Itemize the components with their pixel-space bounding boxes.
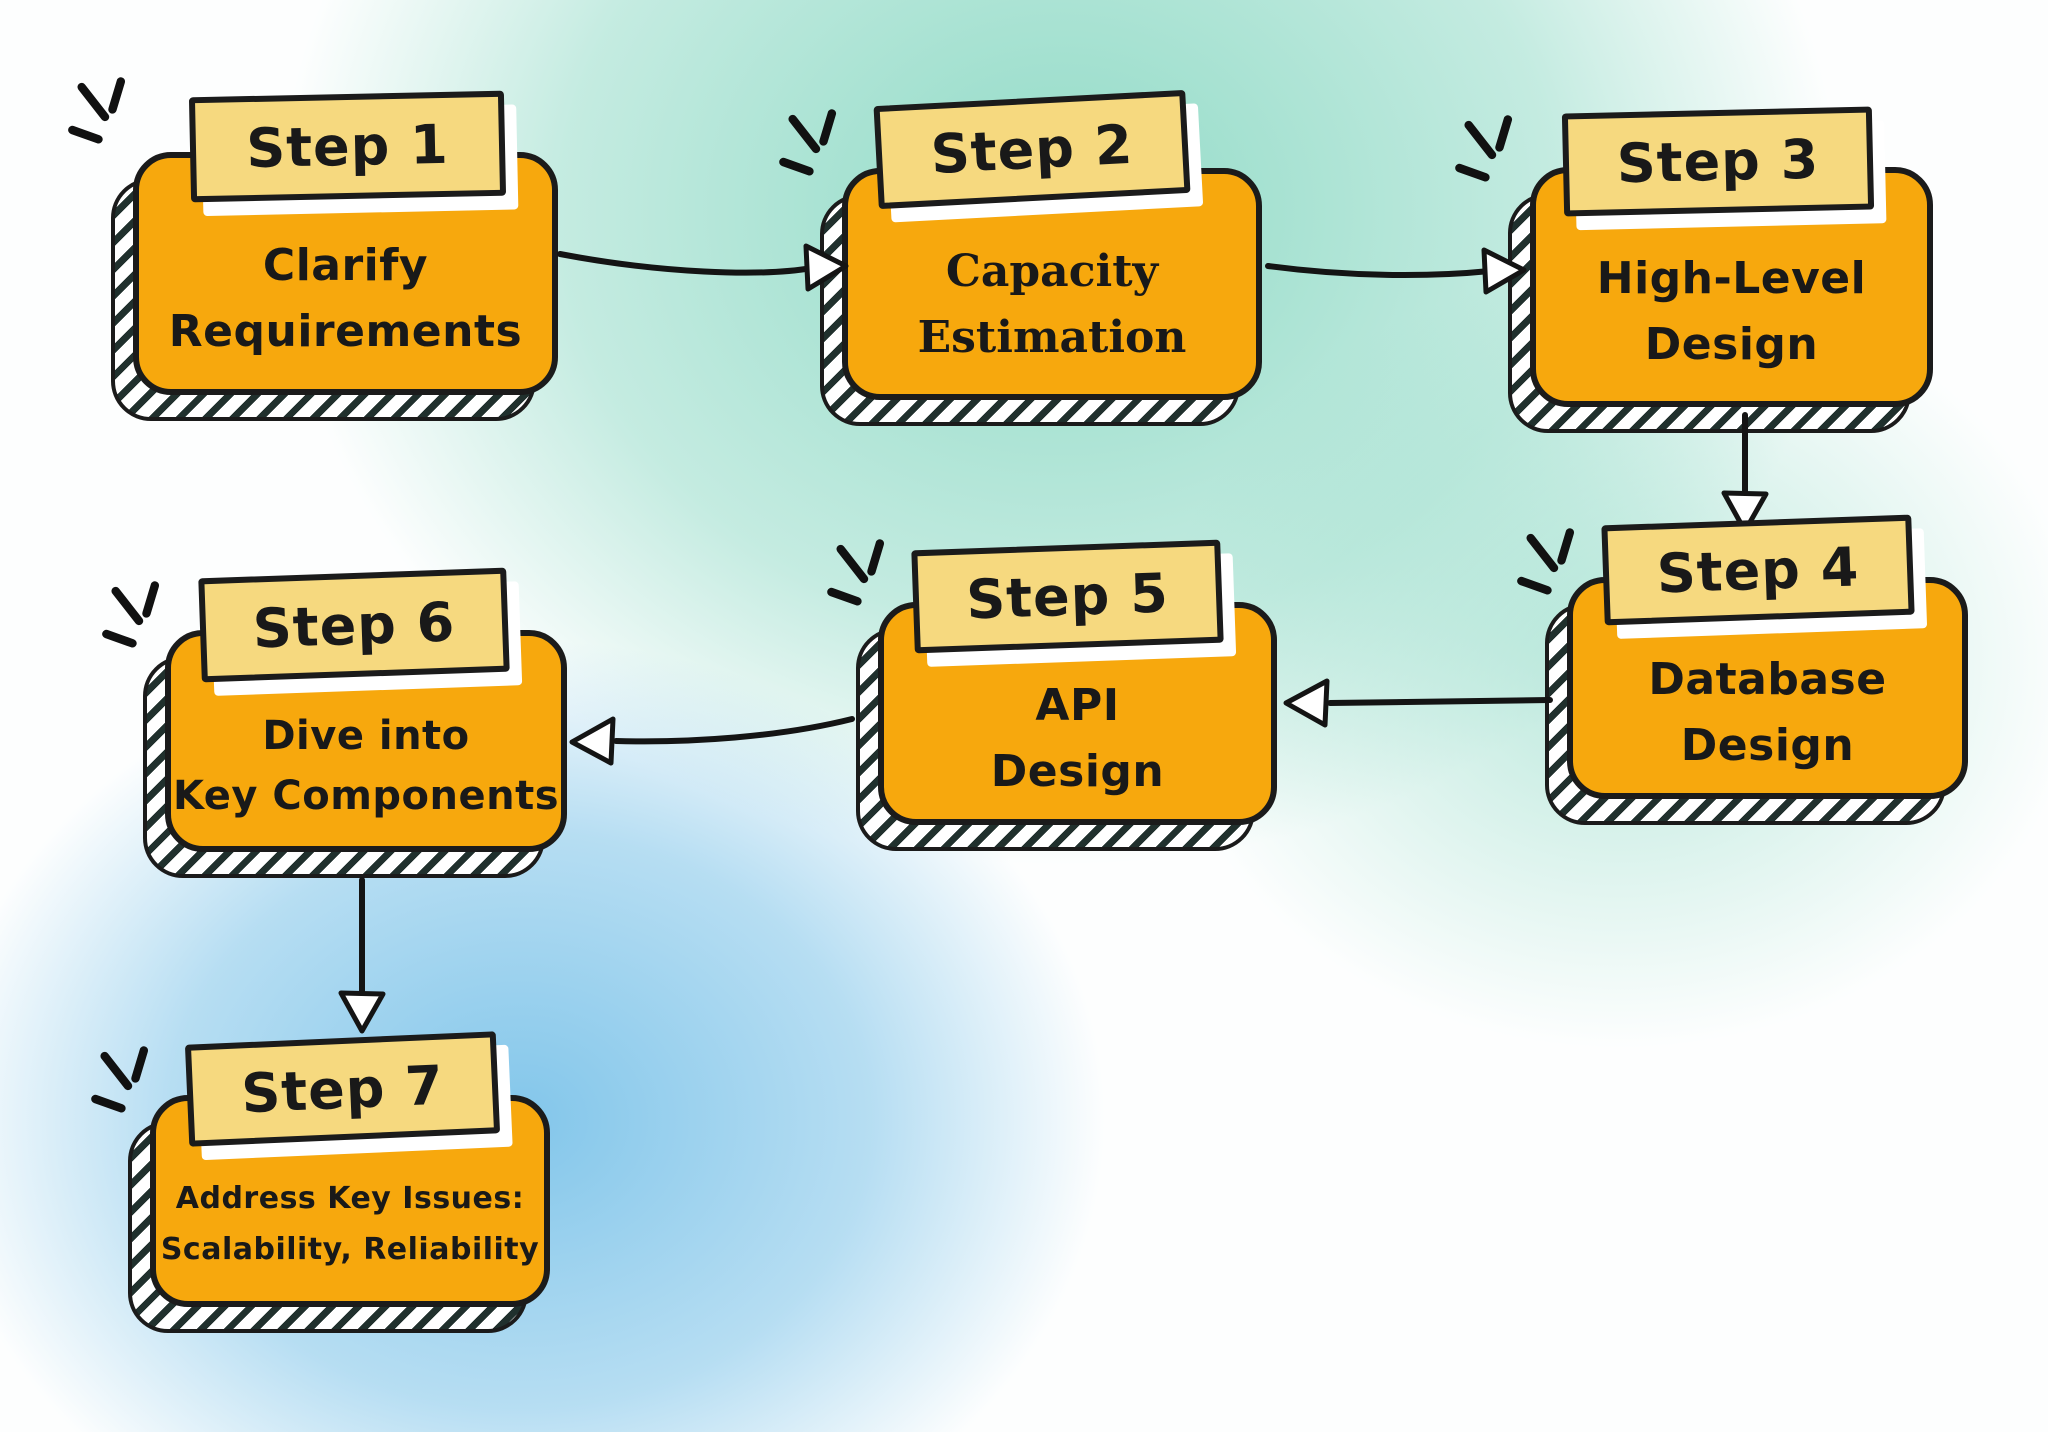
step-5-label: Step 5 (911, 539, 1224, 654)
step-3-title-line-2: Design (1644, 319, 1819, 370)
arrow-step1-step2 (557, 243, 849, 292)
step-7: Address Key Issues: Scalability, Reliabi… (91, 1031, 550, 1333)
step-7-label-text: Step 7 (240, 1053, 445, 1125)
arrow-step5-step6 (569, 716, 855, 766)
step-4-label: Step 4 (1601, 514, 1915, 626)
step-6-title-line-2: Key Components (172, 773, 560, 819)
step-7-label: Step 7 (184, 1031, 501, 1147)
arrow-step6-step7 (338, 877, 386, 1034)
step-3-label-text: Step 3 (1616, 127, 1820, 196)
step-5-title-line-2: Design (990, 745, 1165, 797)
step-2-title-line-1: Capacity (945, 246, 1159, 297)
step-4-title-line-2: Design (1680, 720, 1855, 771)
step-6-title-line-1: Dive into (262, 713, 470, 759)
step-1: Clarify Requirements Step 1 (68, 77, 558, 421)
step-1-label: Step 1 (188, 90, 507, 203)
step-2-title-line-2: Estimation (917, 312, 1187, 363)
step-5: API Design Step 5 (827, 539, 1277, 851)
step-5-title-line-1: API (1035, 679, 1120, 731)
step-6-label-text: Step 6 (251, 589, 457, 661)
sparkle-icon (1455, 115, 1513, 182)
step-1-label-text: Step 1 (245, 112, 450, 181)
step-1-title-line-1: Clarify (262, 239, 429, 291)
step-6-label: Step 6 (198, 567, 510, 683)
step-2: Capacity Estimation Step 2 (779, 89, 1262, 426)
step-6: Dive into Key Components Step 6 (102, 567, 567, 878)
sparkle-icon (91, 1046, 149, 1113)
step-2-label-text: Step 2 (929, 112, 1135, 187)
step-3: High-Level Design Step 3 (1455, 106, 1933, 433)
sparkle-icon (102, 581, 160, 648)
sparkle-icon (779, 109, 837, 176)
arrow-step4-step5 (1283, 678, 1553, 728)
step-4-label-text: Step 4 (1655, 534, 1861, 606)
step-3-label: Step 3 (1561, 106, 1875, 217)
step-1-title-line-2: Requirements (168, 305, 523, 357)
sparkle-icon (827, 539, 885, 606)
step-4-title-line-1: Database (1648, 654, 1887, 705)
step-4: Database Design Step 4 (1517, 514, 1968, 825)
sparkle-icon (68, 77, 126, 144)
step-5-label-text: Step 5 (965, 561, 1170, 632)
step-3-title-line-1: High-Level (1596, 253, 1867, 304)
step-2-label: Step 2 (873, 89, 1191, 210)
step-7-title-line-1: Address Key Issues: (175, 1181, 525, 1216)
sparkle-icon (1517, 528, 1575, 595)
arrow-step2-step3 (1265, 247, 1527, 295)
step-7-title-line-2: Scalability, Reliability (160, 1232, 540, 1267)
step-2-box: Capacity Estimation (842, 168, 1262, 400)
